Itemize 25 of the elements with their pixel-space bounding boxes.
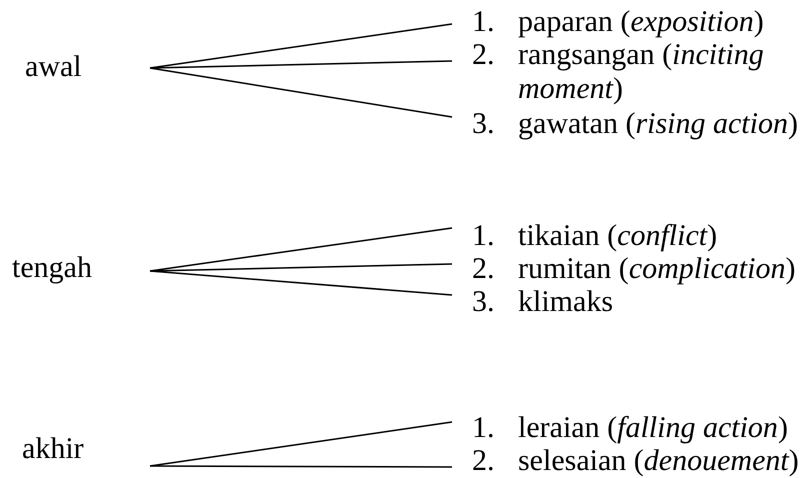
list-item-text: rangsangan (inciting moment) <box>518 38 765 106</box>
list-item-text: paparan (exposition) <box>518 5 765 39</box>
list-number: 2. <box>472 252 496 286</box>
list-item-text: tikaian (conflict) <box>518 219 718 253</box>
list-number: 3. <box>472 107 496 141</box>
list-number: 1. <box>472 411 496 445</box>
branch-line <box>150 263 452 272</box>
stage-label: tengah <box>12 251 150 285</box>
branch-line <box>150 67 452 118</box>
branch-line <box>150 60 452 69</box>
list-item-text: selesaian (denouement) <box>518 444 800 478</box>
stage-label: awal <box>25 50 150 84</box>
list-item-text: klimaks <box>518 285 614 319</box>
list-number: 2. <box>472 38 496 73</box>
list-item-text: rumitan (complication) <box>518 252 796 286</box>
branch-line <box>150 465 452 468</box>
list-item-text: gawatan (rising action) <box>518 107 799 141</box>
list-number: 2. <box>472 444 496 478</box>
list-number: 1. <box>472 5 496 39</box>
branch-line <box>150 421 452 467</box>
list-number: 3. <box>472 285 496 319</box>
branch-line <box>150 270 452 296</box>
list-number: 1. <box>472 219 496 253</box>
list-item-text: leraian (falling action) <box>518 411 789 445</box>
stage-label: akhir <box>22 432 150 468</box>
